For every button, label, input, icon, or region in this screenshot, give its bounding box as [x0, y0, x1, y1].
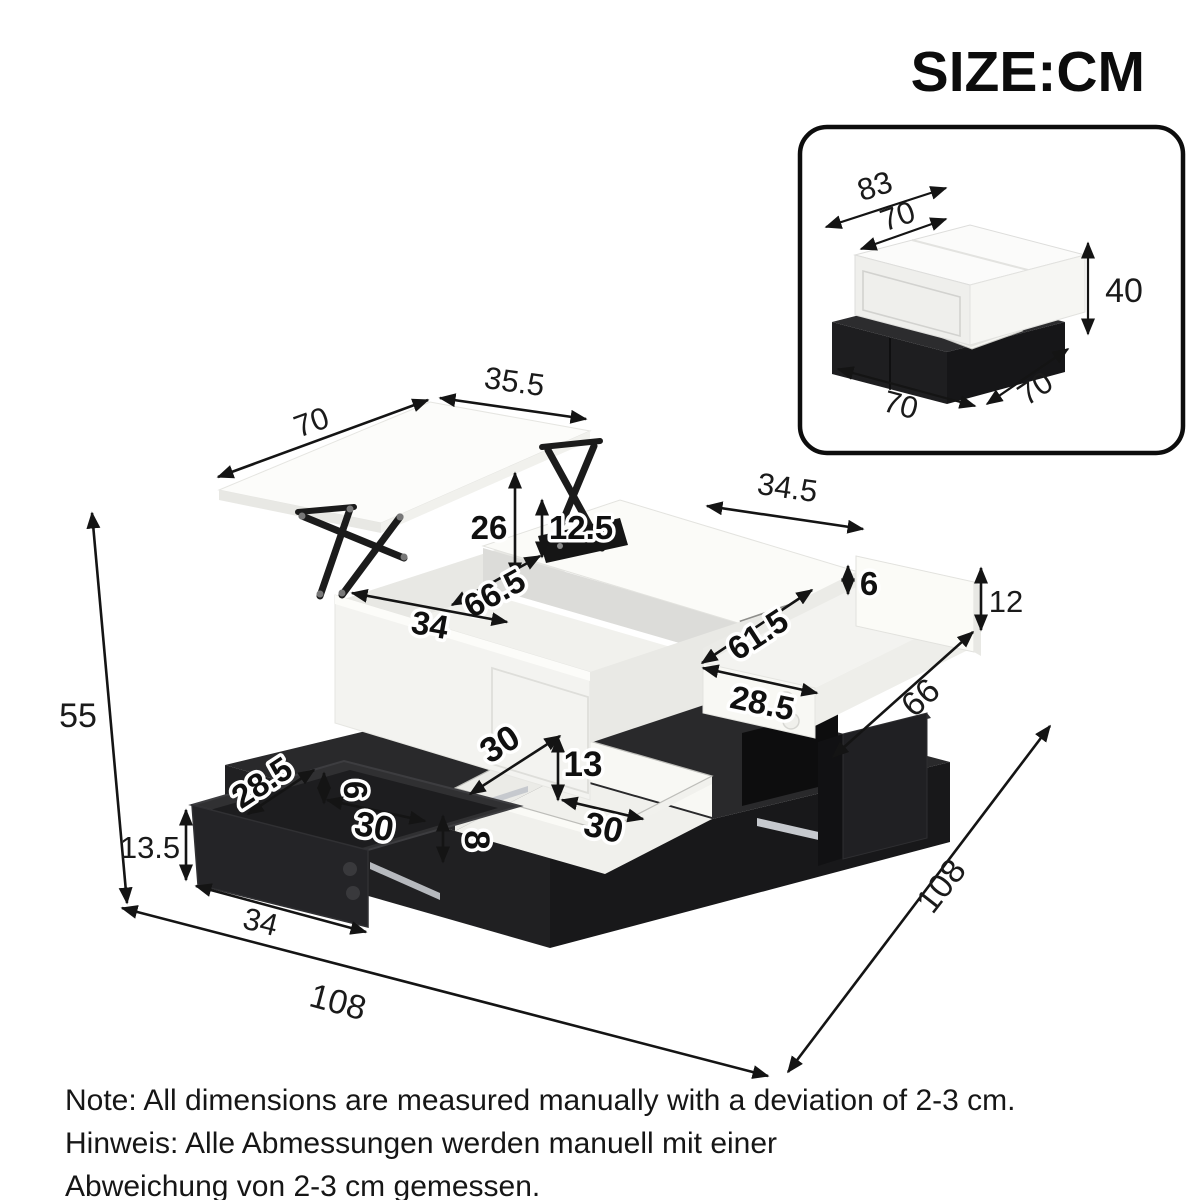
left-hinge-arm-2 [316, 505, 354, 600]
inset-dim-70-base-side-arrow [985, 348, 1070, 405]
dim-drawer-inner-width-arrow [701, 664, 819, 697]
left-hinge-bolt-4 [316, 590, 324, 598]
left-drawer-rail-lower [370, 862, 440, 900]
page-title: SIZE:CM [911, 40, 1145, 104]
left-drawer-cam-hole-1 [343, 862, 357, 876]
right-lift-hinge [538, 438, 628, 563]
right-hinge-arm-2 [550, 442, 598, 546]
left-hinge-bolt-2 [346, 505, 354, 513]
left-hinge-bolt-6 [400, 553, 408, 561]
inset-dim-70-base-front-arrow [836, 366, 977, 409]
exploded-view: 70 35.5 26 12.5 66.5 34 34.5 6 12 61.5 2… [59, 360, 1052, 1079]
dim-top-right-width-arrow [705, 501, 865, 534]
dim-total-depth-label: 108 [909, 852, 974, 920]
dim-base-drawer-front-width-label: 34 [240, 901, 282, 943]
left-drawer-cam-hole-2 [346, 886, 360, 900]
dim-drawer-height-label: 12 [989, 584, 1023, 619]
dim-base-rail-height-label: 8 [457, 830, 496, 849]
inset-dim-70-top-arrow [859, 217, 948, 251]
inset-dim-40-label: 40 [1105, 272, 1143, 310]
right-hinge-bolt-3 [604, 525, 610, 531]
inset-unit-drawer-seam [862, 269, 961, 338]
left-hinge-bolt-5 [338, 589, 346, 597]
right-drawer-side-face [818, 734, 843, 866]
left-hinge-top-plate [295, 504, 357, 515]
dim-drawer-inner-length-arrow [700, 588, 814, 665]
note-block: Note: All dimensions are measured manual… [65, 1084, 1015, 1200]
left-lift-hinge [295, 504, 408, 600]
dim-top-panel-width-arrow [438, 393, 588, 424]
dim-base-drawer-width-arrow [246, 768, 316, 816]
dim-lift-height-label: 26 [471, 509, 508, 546]
left-hinge-bolt-1 [298, 512, 306, 520]
dim-compartment-side-arrow [468, 734, 562, 796]
compartment-right-rim [605, 776, 712, 839]
dim-base-drawer-lip-label: 6 [337, 781, 374, 799]
right-hinge-top-plate [539, 438, 603, 450]
left-hinge-bolt-3 [396, 513, 404, 521]
right-drawer-front [842, 712, 928, 860]
dim-drawer-lip-label: 6 [860, 565, 878, 602]
dim-base-drawer-height-label: 13.5 [120, 830, 180, 865]
dim-inner-width-arrow [350, 588, 509, 627]
dim-top-right-width-label: 34.5 [755, 466, 820, 509]
dim-inner-width-label: 34 [409, 603, 452, 646]
dim-total-width-arrow [120, 905, 770, 1079]
dim-compartment-width-arrow [560, 796, 645, 823]
cabinet-hidden-drawer-seam [491, 666, 589, 795]
dim-total-height-label: 55 [59, 697, 97, 735]
dim-base-drawer-inner-length-label: 30 [351, 804, 397, 850]
inset-dim-83-arrow [824, 186, 948, 229]
dim-total-depth-arrow [786, 724, 1052, 1074]
right-hinge-bolt-1 [557, 543, 563, 549]
assembled-view-inset: 83 70 40 70 70 [797, 124, 1186, 456]
dim-base-drawer-inner-length-arrow [325, 796, 427, 825]
dim-total-width-label: 108 [306, 977, 371, 1028]
left-hinge-arm-1 [298, 512, 408, 562]
dim-total-height-arrow [86, 511, 133, 905]
left-hinge-arm-3 [338, 513, 404, 599]
right-hinge-bolt-2 [581, 534, 587, 540]
dim-top-panel-width-label: 35.5 [482, 360, 547, 403]
note-line-2: Hinweis: Alle Abmessungen werden manuell… [65, 1127, 777, 1160]
lift-top-panel [217, 401, 592, 533]
dim-mechanism-height-label: 12.5 [549, 509, 613, 546]
note-line-1: Note: All dimensions are measured manual… [65, 1084, 1015, 1117]
panel-right-edge [381, 431, 590, 533]
dim-compartment-depth-label: 13 [564, 745, 603, 784]
dim-top-panel-length-arrow [216, 398, 430, 479]
note-line-3: Abweichung von 2-3 cm gemessen. [65, 1170, 540, 1200]
cabinet-inner-divider-wall [483, 548, 738, 660]
